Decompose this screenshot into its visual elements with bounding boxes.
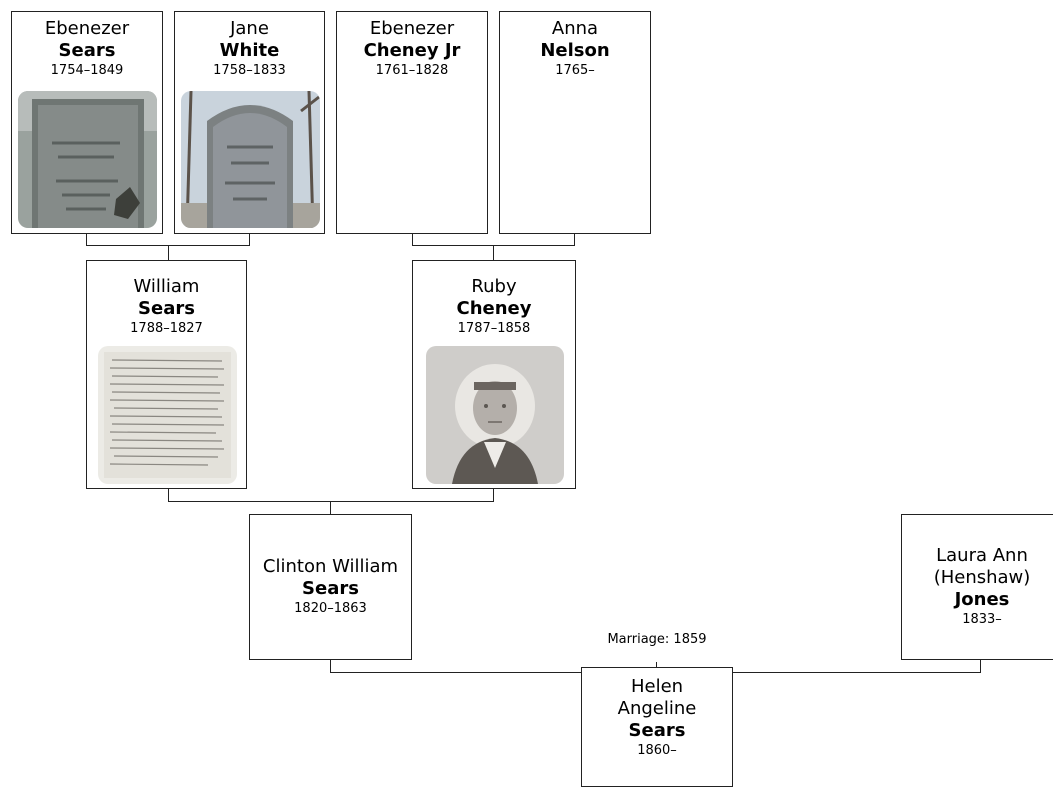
connector-line <box>412 233 413 245</box>
person-ebenezer-sears[interactable]: Ebenezer Sears 1754–1849 <box>11 11 163 234</box>
life-dates: 1788–1827 <box>130 321 203 336</box>
connector-line <box>168 501 494 502</box>
surname: Cheney Jr <box>363 40 461 61</box>
connector-line <box>330 659 331 672</box>
life-dates: 1761–1828 <box>375 63 449 78</box>
connector-line <box>249 233 250 245</box>
life-dates: 1758–1833 <box>213 63 286 78</box>
life-dates: 1820–1863 <box>294 601 367 616</box>
connector-line <box>493 245 494 261</box>
life-dates: 1860– <box>637 743 677 758</box>
connector-line <box>168 245 169 261</box>
surname: Jones <box>954 589 1010 610</box>
surname: Sears <box>138 298 195 319</box>
given-name: Ebenezer <box>369 18 455 39</box>
surname: Sears <box>302 578 359 599</box>
surname: Sears <box>58 40 116 61</box>
document-photo[interactable] <box>98 346 237 484</box>
life-dates: 1765– <box>555 63 595 78</box>
surname: White <box>219 40 280 61</box>
given-name: Jane <box>230 18 269 39</box>
person-clinton-william-sears[interactable]: Clinton William Sears 1820–1863 <box>249 514 412 660</box>
given-name: William <box>133 276 200 297</box>
connector-line <box>656 662 657 667</box>
connector-line <box>574 233 575 245</box>
surname: Cheney <box>456 298 532 319</box>
person-ruby-cheney[interactable]: Ruby Cheney 1787–1858 <box>412 260 576 489</box>
given-name: Ebenezer <box>44 18 130 39</box>
given-name-line1: Laura Ann <box>936 545 1028 566</box>
connector-line <box>493 488 494 501</box>
portrait-photo[interactable] <box>426 346 564 484</box>
connector-line <box>168 488 169 501</box>
person-anna-nelson[interactable]: Anna Nelson 1765– <box>499 11 651 234</box>
gravestone-photo[interactable] <box>18 91 157 228</box>
surname: Nelson <box>540 40 610 61</box>
given-name-line2: (Henshaw) <box>933 567 1031 588</box>
life-dates: 1787–1858 <box>457 321 531 336</box>
person-helen-angeline-sears[interactable]: Helen Angeline Sears 1860– <box>581 667 733 787</box>
connector-line <box>330 501 331 515</box>
person-laura-ann-jones[interactable]: Laura Ann (Henshaw) Jones 1833– <box>901 514 1053 660</box>
connector-line <box>86 233 87 245</box>
life-dates: 1833– <box>962 612 1002 627</box>
given-name: Anna <box>551 18 599 39</box>
life-dates: 1754–1849 <box>50 63 124 78</box>
given-name: Clinton William <box>262 556 399 577</box>
given-name: Ruby <box>471 276 517 297</box>
marriage-label: Marriage: 1859 <box>607 632 707 647</box>
given-name-line1: Helen <box>630 676 684 697</box>
connector-line <box>980 659 981 672</box>
person-william-sears[interactable]: William Sears 1788–1827 <box>86 260 247 489</box>
gravestone-photo[interactable] <box>181 91 320 228</box>
given-name-line2: Angeline <box>617 698 697 719</box>
person-jane-white[interactable]: Jane White 1758–1833 <box>174 11 325 234</box>
person-ebenezer-cheney-jr[interactable]: Ebenezer Cheney Jr 1761–1828 <box>336 11 488 234</box>
surname: Sears <box>628 720 686 741</box>
